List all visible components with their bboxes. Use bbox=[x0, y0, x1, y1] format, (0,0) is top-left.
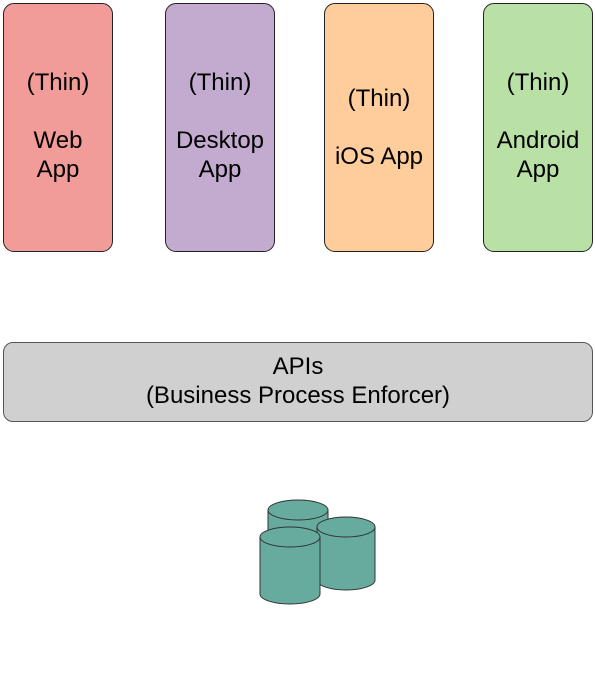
ios-app-box: (Thin) iOS App bbox=[324, 3, 434, 252]
android-app-thin-label: (Thin) bbox=[506, 69, 570, 96]
desktop-app-name-label: Desktop App bbox=[175, 127, 265, 183]
web-app-thin-label: (Thin) bbox=[26, 69, 90, 96]
web-app-name-label: Web App bbox=[33, 127, 83, 183]
api-layer-box: APIs (Business Process Enforcer) bbox=[3, 342, 593, 422]
ios-app-thin-label: (Thin) bbox=[347, 85, 411, 112]
ios-app-name-label: iOS App bbox=[334, 143, 424, 170]
android-app-name-label: Android App bbox=[496, 127, 580, 183]
desktop-app-box: (Thin) Desktop App bbox=[165, 3, 275, 252]
api-subtitle: (Business Process Enforcer) bbox=[145, 382, 451, 409]
android-app-box: (Thin) Android App bbox=[483, 3, 593, 252]
web-app-box: (Thin) Web App bbox=[3, 3, 113, 252]
database-icon bbox=[259, 499, 376, 605]
api-title: APIs bbox=[272, 353, 324, 380]
desktop-app-thin-label: (Thin) bbox=[188, 69, 252, 96]
